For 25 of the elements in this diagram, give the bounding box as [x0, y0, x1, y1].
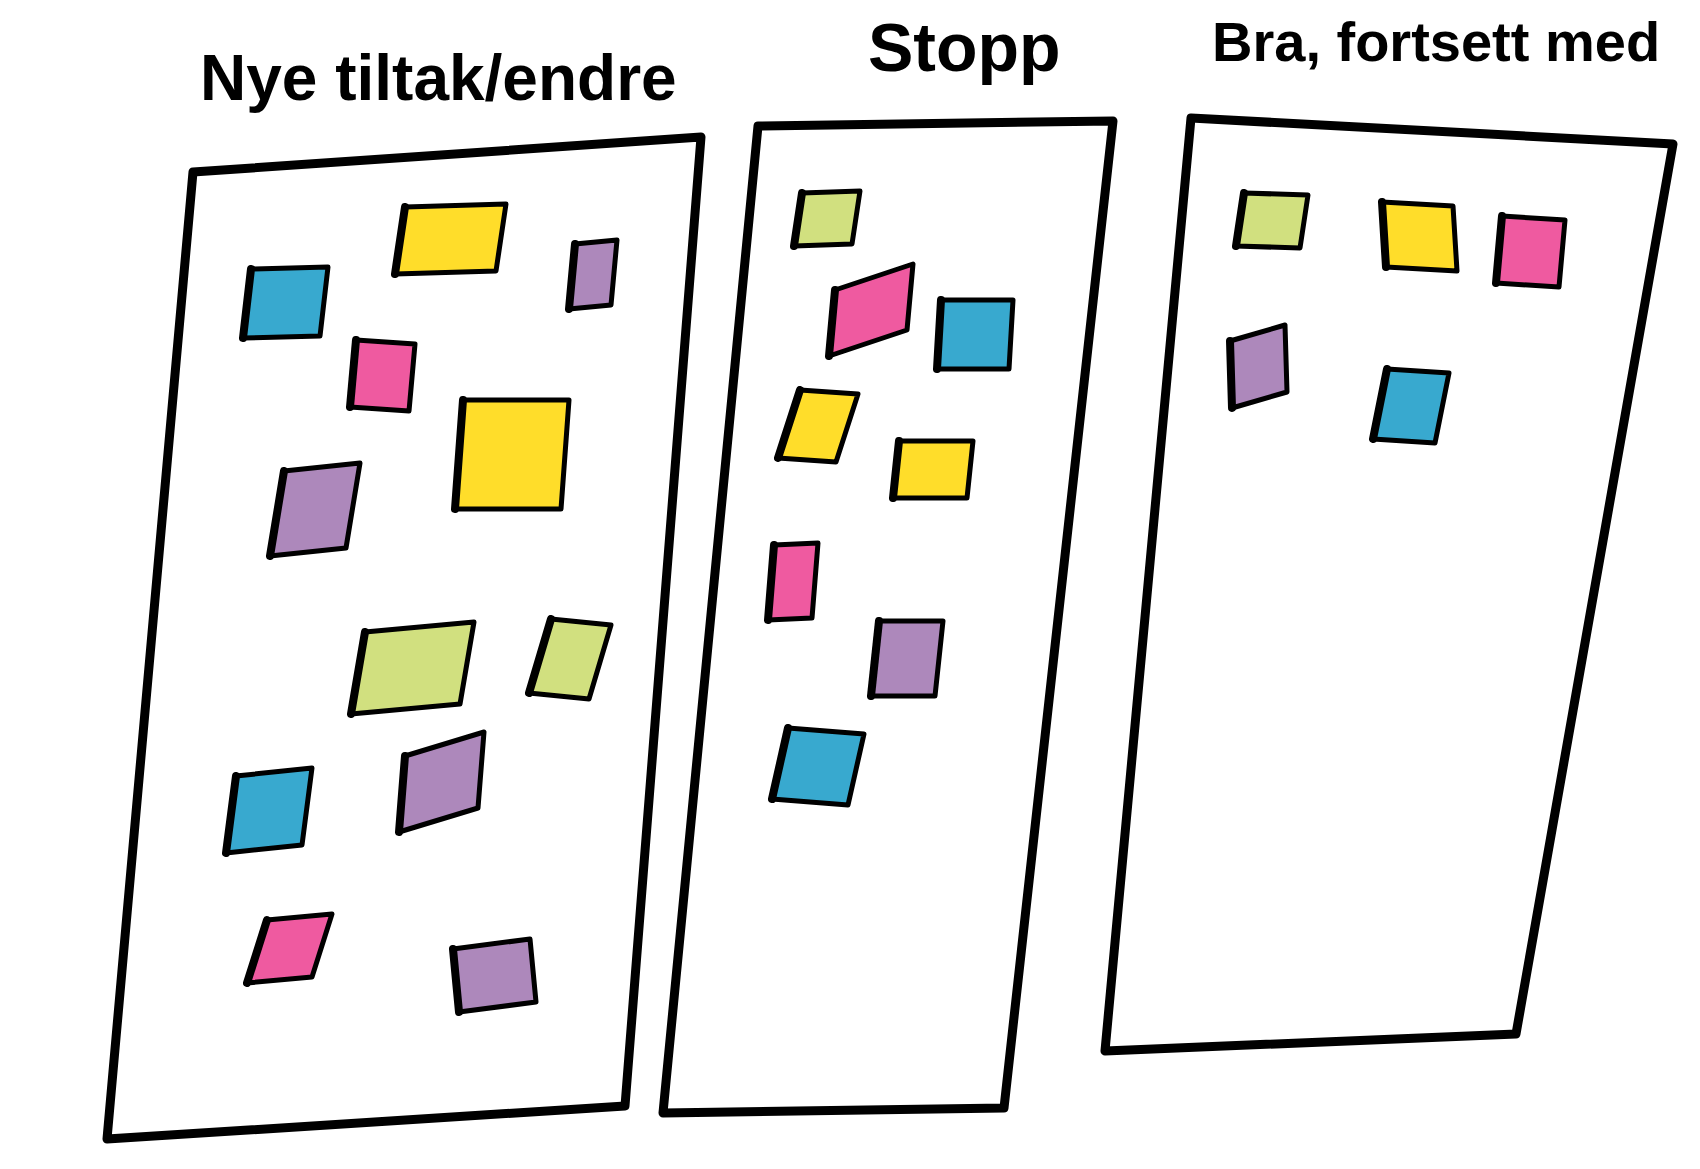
sticky-note	[825, 260, 917, 360]
sticky-note	[266, 459, 364, 560]
sticky-note	[1378, 198, 1461, 275]
sticky-note	[1492, 212, 1569, 291]
sticky-note	[565, 236, 621, 313]
sticky-note	[889, 437, 977, 502]
sticky-note	[222, 764, 316, 857]
sticky-note	[346, 336, 419, 415]
sticky-note	[790, 187, 864, 250]
sticky-note	[774, 386, 862, 466]
sticky-note	[764, 539, 822, 624]
sticky-note	[239, 263, 332, 342]
sticky-note	[451, 396, 573, 513]
sticky-note	[347, 618, 478, 718]
sticky-note	[391, 200, 510, 278]
column-heading: Stopp	[868, 8, 1061, 87]
sticky-note	[243, 910, 336, 987]
sticky-note	[1232, 189, 1312, 252]
column-heading: Bra, fortsett med	[1212, 10, 1661, 75]
sticky-note	[395, 728, 488, 836]
sticky-note	[525, 615, 615, 703]
column-heading: Nye tiltak/endre	[200, 42, 677, 116]
sticky-note	[933, 296, 1017, 373]
sticky-note	[768, 724, 868, 809]
sticky-note	[867, 617, 947, 700]
